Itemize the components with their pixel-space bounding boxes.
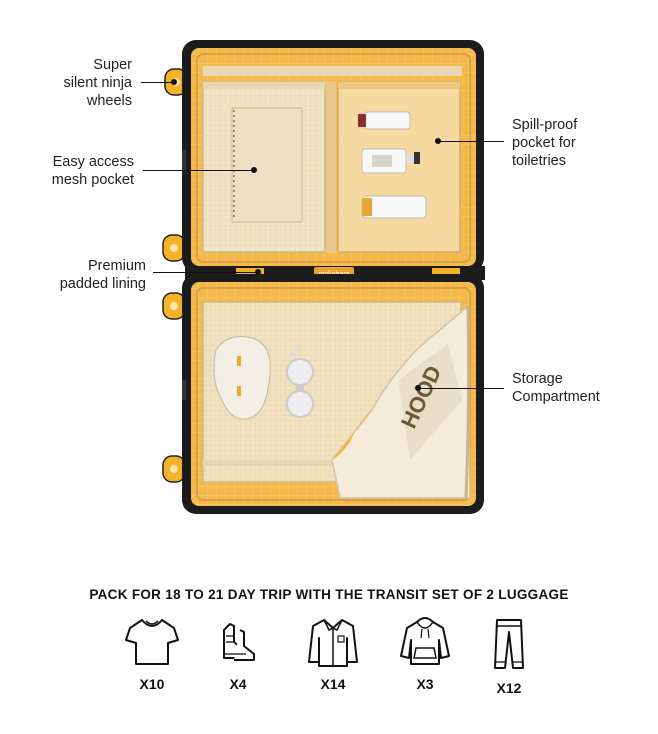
trousers-icon [494, 619, 524, 669]
callout-storage: Storage Compartment [512, 370, 642, 406]
callout-toiletries-line-3: toiletries [512, 153, 566, 169]
pack-item-tshirt: X10 [117, 616, 187, 692]
wheel-mid-upper [162, 234, 186, 262]
callout-toiletries-line-2: pocket for [512, 135, 576, 151]
wheel-mid-lower [162, 292, 186, 320]
shirt-icon [308, 619, 358, 667]
callout-lining-line-2: padded lining [59, 276, 146, 292]
pack-count-trousers: X12 [496, 680, 522, 696]
callout-toiletries: Spill-proof pocket for toiletries [512, 116, 632, 170]
dot-mesh-pocket [251, 167, 257, 173]
bottle-3 [361, 195, 427, 219]
pack-item-shoes: X4 [203, 616, 273, 692]
pack-count-hoodie: X3 [416, 676, 434, 692]
callout-mesh-line-1: Easy access [52, 154, 134, 170]
pack-count-tshirt: X10 [139, 676, 165, 692]
dot-wheels [171, 79, 177, 85]
bottle-1 [358, 111, 411, 130]
sunglasses [286, 345, 314, 418]
callout-lining-line-1: Premium [87, 258, 146, 274]
leader-toiletries [438, 141, 504, 142]
packing-headline: PACK FOR 18 TO 21 DAY TRIP WITH THE TRAN… [89, 587, 569, 602]
hoodie-icon [400, 617, 450, 665]
callout-wheels-line-3: wheels [86, 93, 132, 109]
callout-toiletries-line-1: Spill-proof [512, 117, 578, 133]
pack-item-shirt: X14 [298, 616, 368, 692]
bottle-2 [361, 148, 420, 174]
wheel-bottom [162, 455, 186, 483]
leader-storage [418, 388, 504, 389]
callout-storage-line-1: Storage [512, 371, 563, 387]
eye-mask [213, 335, 271, 420]
leader-mesh-pocket [143, 170, 253, 171]
callout-storage-line-2: Compartment [512, 389, 600, 405]
dot-lining [255, 269, 261, 275]
pack-item-hoodie: X3 [390, 616, 460, 692]
callout-wheels-line-2: silent ninja [63, 75, 132, 91]
pack-count-shirt: X14 [320, 676, 346, 692]
suitcase-illustration: mokobara HOOD [162, 40, 485, 514]
callout-mesh-line-2: mesh pocket [51, 172, 134, 188]
leader-lining [153, 272, 257, 273]
shoes-icon [223, 623, 255, 661]
leader-wheels [141, 82, 174, 83]
callout-wheels-line-1: Super [93, 57, 132, 73]
callout-wheels: Super silent ninja wheels [46, 56, 132, 110]
callout-mesh-pocket: Easy access mesh pocket [22, 153, 134, 189]
pack-item-trousers: X12 [474, 616, 544, 696]
pack-count-shoes: X4 [229, 676, 247, 692]
notebook [231, 107, 303, 223]
callout-lining: Premium padded lining [22, 257, 146, 293]
tshirt-icon [125, 619, 179, 665]
